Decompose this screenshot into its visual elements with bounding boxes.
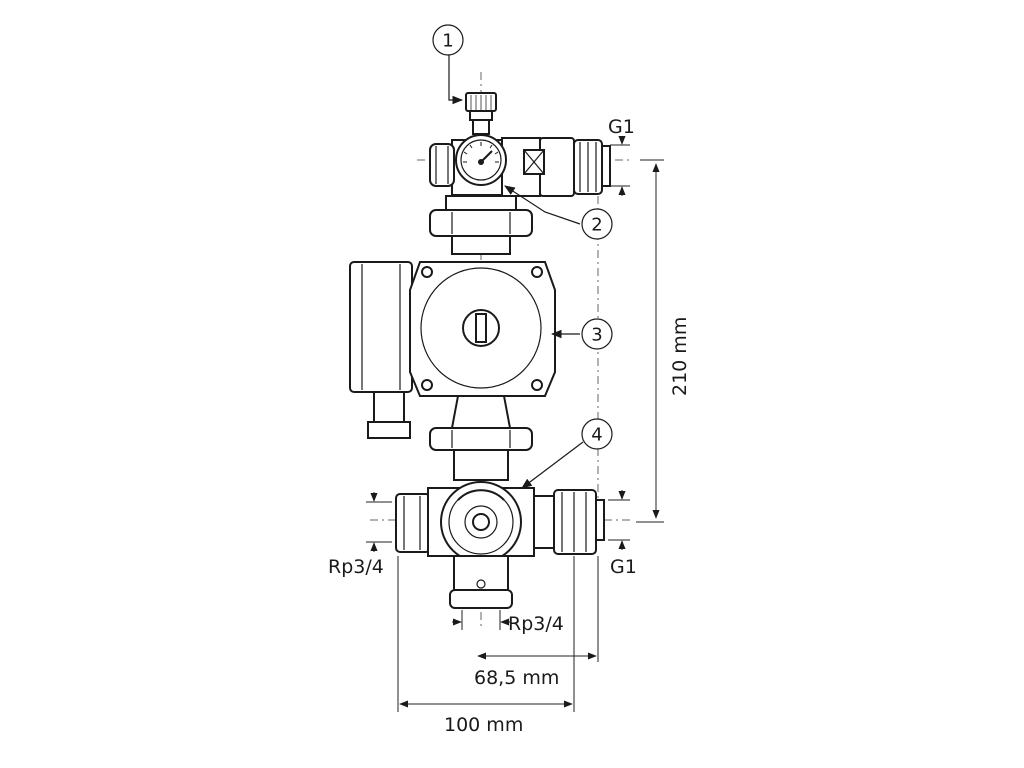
svg-text:3: 3: [591, 325, 602, 346]
svg-text:2: 2: [591, 215, 602, 236]
upper-union-nut: [429, 195, 533, 255]
air-vent: [465, 92, 497, 135]
dimension-lines: [366, 135, 664, 712]
lower-union-nut: [429, 427, 533, 481]
svg-text:4: 4: [591, 425, 602, 446]
callout-3: 3: [581, 318, 613, 350]
dimension-outer-width: 100 mm: [444, 714, 523, 736]
thread-label-bottom-left: Rp3/4: [328, 556, 384, 578]
dimension-height: 210 mm: [669, 317, 691, 396]
callout-1: 1: [432, 24, 464, 56]
callout-leaders: [448, 55, 584, 489]
svg-text:1: 1: [442, 31, 453, 52]
circulation-pump: [349, 261, 556, 439]
callout-2: 2: [581, 208, 613, 240]
thread-label-bottom-center: Rp3/4: [508, 613, 564, 635]
callout-4: 4: [581, 418, 613, 450]
manometer: [455, 134, 507, 186]
thread-label-bottom-right: G1: [610, 556, 637, 578]
dimension-inner-width: 68,5 mm: [474, 667, 559, 689]
mixing-valve: [395, 481, 605, 609]
thread-label-top-right: G1: [608, 116, 635, 138]
